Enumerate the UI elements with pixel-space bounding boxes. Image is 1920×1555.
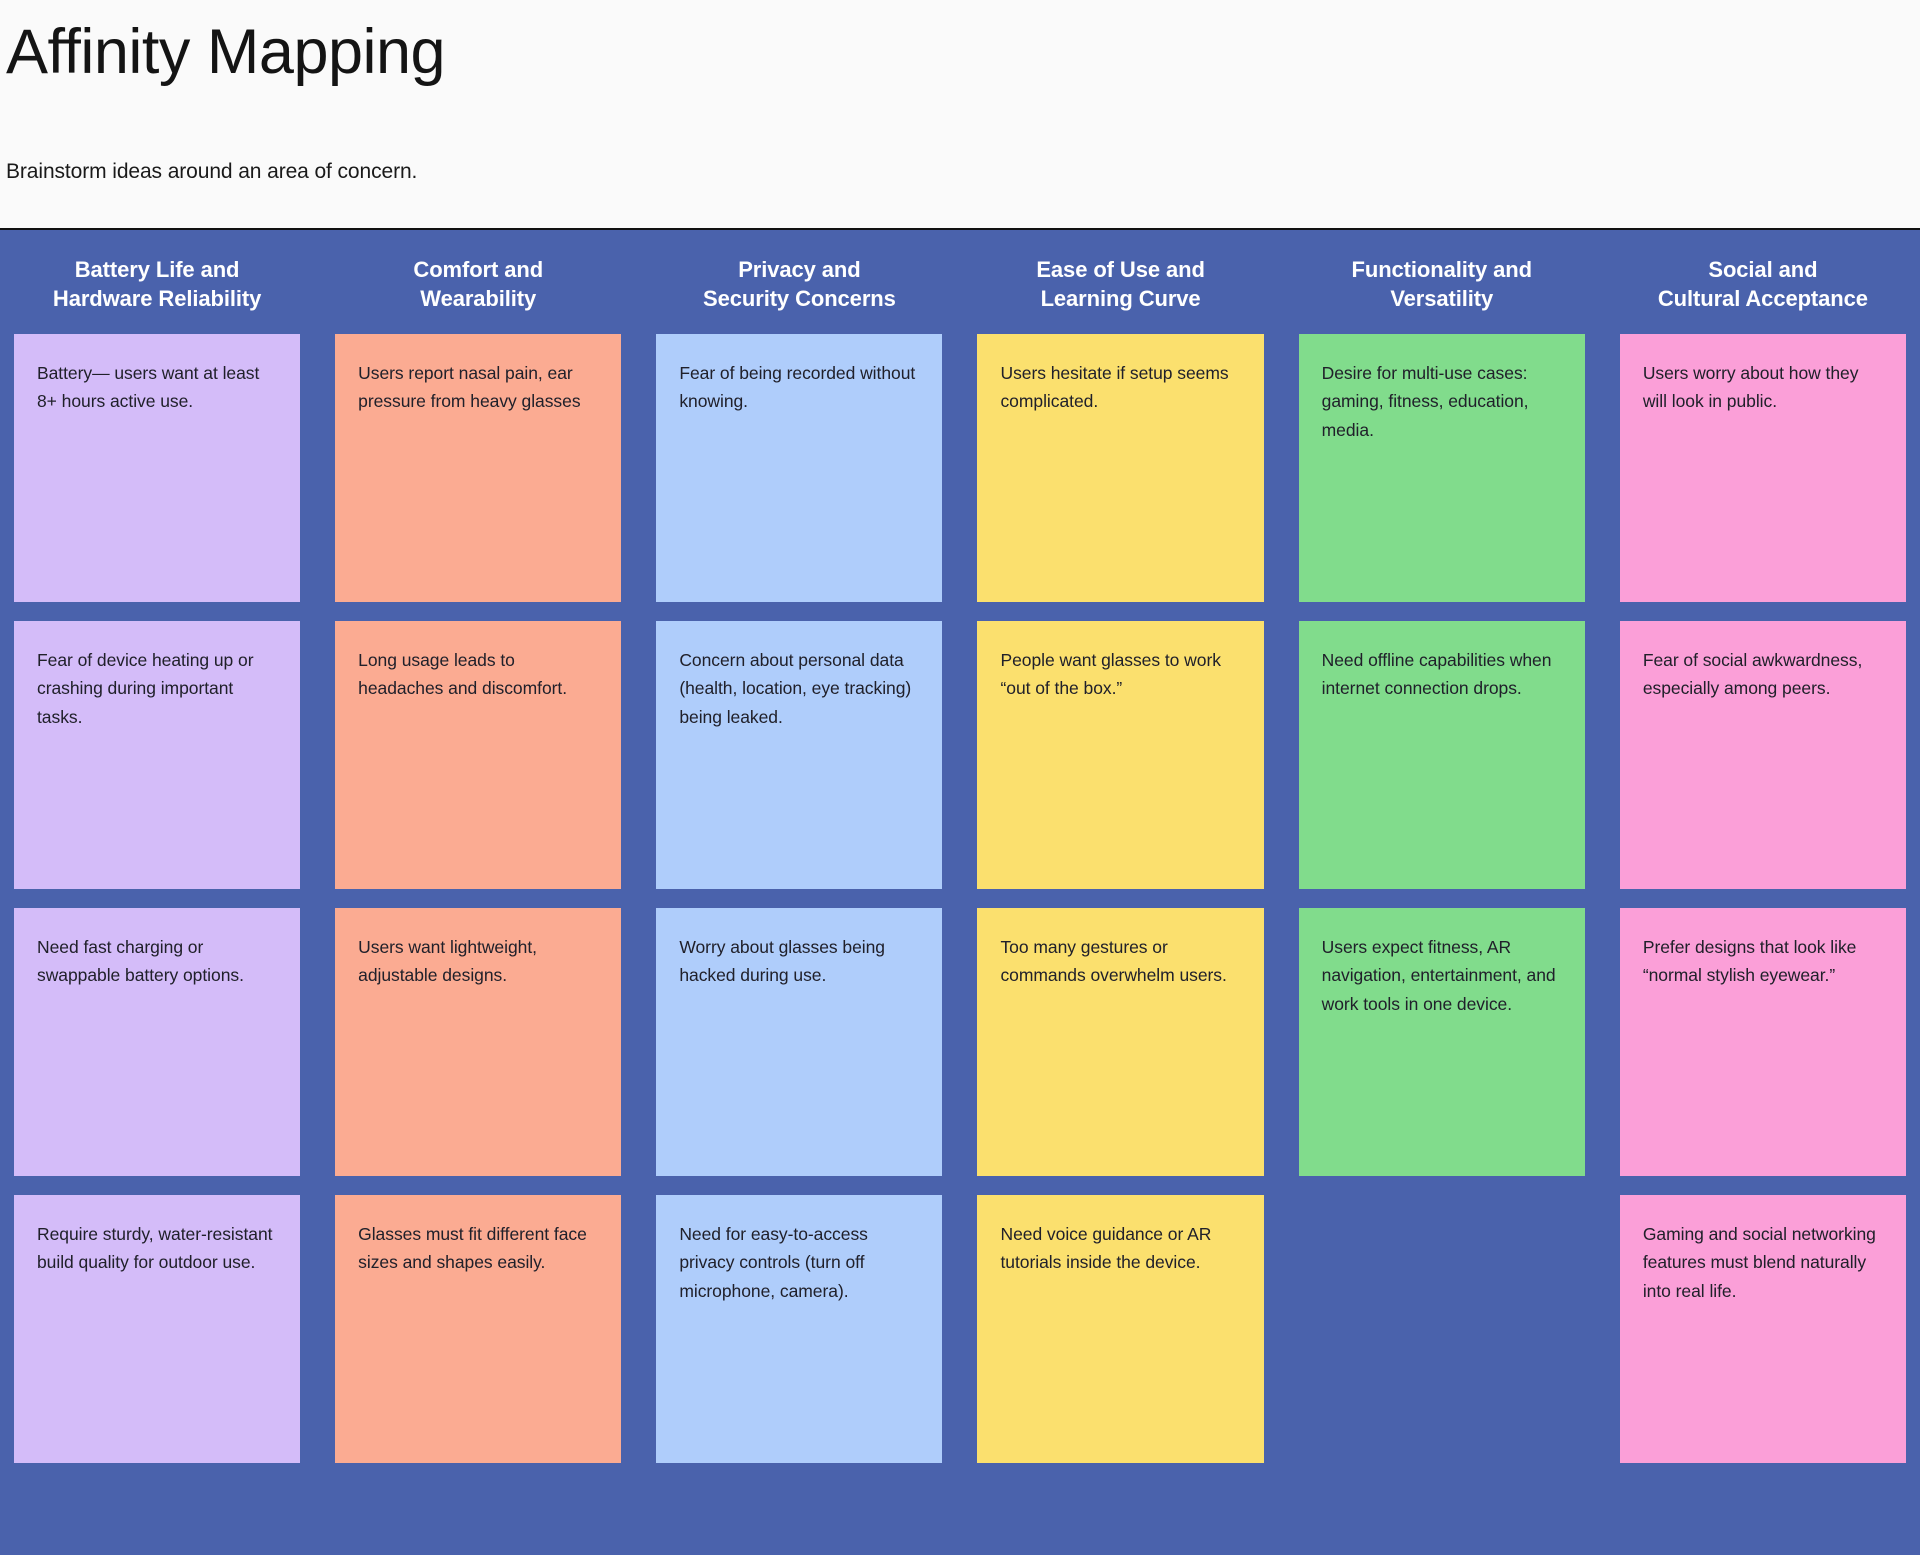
sticky-note[interactable]: Worry about glasses being hacked during … xyxy=(656,908,943,1176)
sticky-note[interactable]: Users hesitate if setup seems complicate… xyxy=(977,334,1264,602)
sticky-note[interactable]: Need offline capabilities when internet … xyxy=(1298,621,1585,889)
column-header: Social and Cultural Acceptance xyxy=(1657,257,1868,312)
column-header: Privacy and Security Concerns xyxy=(703,257,896,312)
sticky-note-placeholder xyxy=(1299,1195,1585,1463)
sticky-note-list: Users report nasal pain, ear pressure fr… xyxy=(335,334,622,1463)
column-header: Ease of Use and Learning Curve xyxy=(1036,257,1205,312)
sticky-note[interactable]: Prefer designs that look like “normal st… xyxy=(1619,908,1906,1176)
sticky-note[interactable]: Users expect fitness, AR navigation, ent… xyxy=(1298,908,1585,1176)
sticky-note[interactable]: Require sturdy, water-resistant build qu… xyxy=(14,1195,301,1463)
sticky-note[interactable]: Need fast charging or swappable battery … xyxy=(14,908,301,1176)
sticky-note-list: Users hesitate if setup seems complicate… xyxy=(977,334,1264,1463)
sticky-note[interactable]: Users report nasal pain, ear pressure fr… xyxy=(335,334,622,602)
sticky-note[interactable]: Concern about personal data (health, loc… xyxy=(656,621,943,889)
page-title: Affinity Mapping xyxy=(6,17,446,87)
sticky-note[interactable]: Battery— users want at least 8+ hours ac… xyxy=(14,334,301,602)
sticky-note[interactable]: Fear of social awkwardness, especially a… xyxy=(1619,621,1906,889)
sticky-note-list: Battery— users want at least 8+ hours ac… xyxy=(14,334,301,1463)
column-header: Battery Life and Hardware Reliability xyxy=(52,257,262,312)
sticky-note[interactable]: Too many gestures or commands overwhelm … xyxy=(977,908,1264,1176)
sticky-note[interactable]: Fear of device heating up or crashing du… xyxy=(14,621,301,889)
sticky-note-list: Desire for multi-use cases: gaming, fitn… xyxy=(1298,334,1585,1463)
sticky-note-list: Fear of being recorded without knowing.C… xyxy=(656,334,943,1463)
page-subtitle: Brainstorm ideas around an area of conce… xyxy=(6,160,418,184)
sticky-note[interactable]: Glasses must fit different face sizes an… xyxy=(335,1195,622,1463)
sticky-note-list: Users worry about how they will look in … xyxy=(1619,334,1906,1463)
page-header: Affinity Mapping Brainstorm ideas around… xyxy=(0,0,1920,228)
sticky-note[interactable]: People want glasses to work “out of the … xyxy=(977,621,1264,889)
sticky-note[interactable]: Need voice guidance or AR tutorials insi… xyxy=(977,1195,1264,1463)
sticky-note[interactable]: Fear of being recorded without knowing. xyxy=(656,334,943,602)
sticky-note[interactable]: Need for easy-to-access privacy controls… xyxy=(656,1195,943,1463)
column-header: Functionality and Versatility xyxy=(1351,257,1533,312)
sticky-note[interactable]: Users want lightweight, adjustable desig… xyxy=(335,908,622,1176)
sticky-note[interactable]: Desire for multi-use cases: gaming, fitn… xyxy=(1298,334,1585,602)
sticky-note[interactable]: Gaming and social networking features mu… xyxy=(1619,1195,1906,1463)
sticky-note[interactable]: Long usage leads to headaches and discom… xyxy=(335,621,622,889)
sticky-note[interactable]: Users worry about how they will look in … xyxy=(1619,334,1906,602)
column-header: Comfort and Wearability xyxy=(413,257,544,312)
